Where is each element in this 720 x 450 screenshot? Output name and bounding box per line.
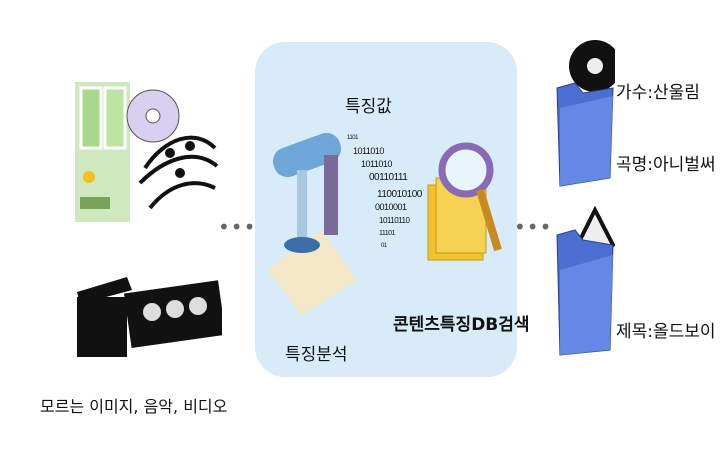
title-result: 제목:올드보이 — [616, 322, 716, 342]
music-cd-icon — [126, 89, 219, 210]
singer-result: 가수:산울림 — [616, 83, 700, 103]
binary-stream: 1101 1011010 1011010 00110111 110010100 … — [347, 135, 422, 249]
analysis-label: 특징분석 — [285, 345, 348, 365]
feature-value-label: 특징값 — [345, 97, 392, 117]
arrow-right: ••• — [514, 215, 553, 239]
song-result: 곡명:아니벌써 — [616, 155, 716, 175]
window-image-icon — [75, 82, 130, 222]
music-folder-icon — [556, 40, 615, 187]
arrow-left: ••• — [218, 215, 257, 239]
video-folder-icon — [556, 205, 615, 356]
search-label: 콘텐츠특징DB검색 — [393, 315, 530, 335]
microscope-analysis-icon — [267, 132, 357, 315]
folder-search-icon — [427, 142, 502, 261]
video-clapper-film-icon — [77, 277, 222, 357]
input-caption: 모르는 이미지, 음악, 비디오 — [40, 397, 228, 416]
